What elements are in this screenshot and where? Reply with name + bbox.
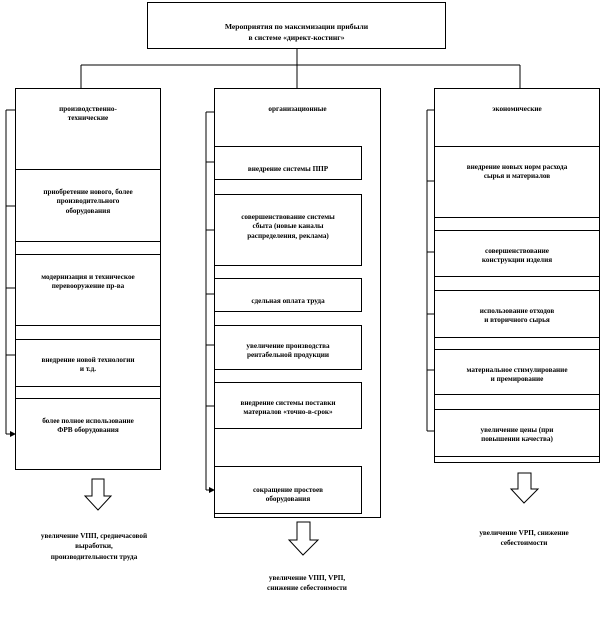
measure-box: материальное стимулирование и премирован… [434, 349, 600, 395]
measure-label: приобретение нового, более производитель… [43, 187, 133, 216]
measure-label: внедрение системы поставки материалов «т… [240, 398, 336, 417]
result-arrow-left [83, 478, 113, 511]
measure-label: более полное использование ФРВ оборудова… [42, 416, 134, 435]
measure-label: использование отходов и вторичного сырья [479, 306, 555, 325]
diagram-title: Мероприятия по максимизации прибыли в си… [224, 22, 369, 42]
result-text-organizational: увеличение VПП, VРП, снижение себестоимо… [267, 574, 347, 593]
measure-label: совершенствование системы сбыта (новые к… [241, 212, 335, 241]
measure-box: сдельная оплата труда [214, 278, 362, 312]
measure-label: модернизация и техническое перевооружени… [41, 272, 135, 291]
measure-box: использование отходов и вторичного сырья [434, 290, 600, 338]
measure-label: внедрение новых норм расхода сырья и мат… [466, 162, 568, 181]
measure-label: сдельная оплата труда [251, 296, 325, 305]
measure-box: более полное использование ФРВ оборудова… [15, 398, 161, 470]
measure-box: увеличение производства рентабельной про… [214, 325, 362, 370]
measure-box: приобретение нового, более производитель… [15, 169, 161, 242]
measure-box: внедрение системы поставки материалов «т… [214, 382, 362, 429]
measure-label: внедрение новой технологии и т.д. [41, 355, 135, 374]
measure-box: внедрение новой технологии и т.д. [15, 339, 161, 387]
measure-box: внедрение системы ППР [214, 146, 362, 180]
result-arrow-right [509, 472, 540, 504]
result-arrow-middle [287, 521, 320, 556]
measure-label: совершенствование конструкции изделия [481, 246, 553, 265]
measure-box: модернизация и техническое перевооружени… [15, 254, 161, 326]
measure-label: увеличение производства рентабельной про… [246, 341, 330, 360]
category-label-economic: экономические [492, 104, 542, 113]
measure-label: внедрение системы ППР [247, 164, 329, 173]
result-text-production: увеличение VПП, среднечасовой выработки,… [40, 532, 148, 561]
result-text-economic: увеличение VРП, снижение себестоимости [479, 529, 569, 548]
measure-box: совершенствование конструкции изделия [434, 230, 600, 277]
measure-label: сокращение простоев оборудования [252, 485, 324, 504]
measure-box: внедрение новых норм расхода сырья и мат… [434, 146, 600, 218]
measure-box: сокращение простоев оборудования [214, 466, 362, 514]
diagram-title-box: Мероприятия по максимизации прибыли в си… [147, 2, 446, 49]
measure-box: увеличение цены (при повышении качества) [434, 409, 600, 457]
category-label-organizational: организационные [268, 104, 327, 113]
measure-label: материальное стимулирование и премирован… [466, 365, 568, 384]
measure-box: совершенствование системы сбыта (новые к… [214, 194, 362, 266]
measure-label: увеличение цены (при повышении качества) [480, 425, 554, 444]
category-label-production: производственно- технические [59, 104, 117, 123]
